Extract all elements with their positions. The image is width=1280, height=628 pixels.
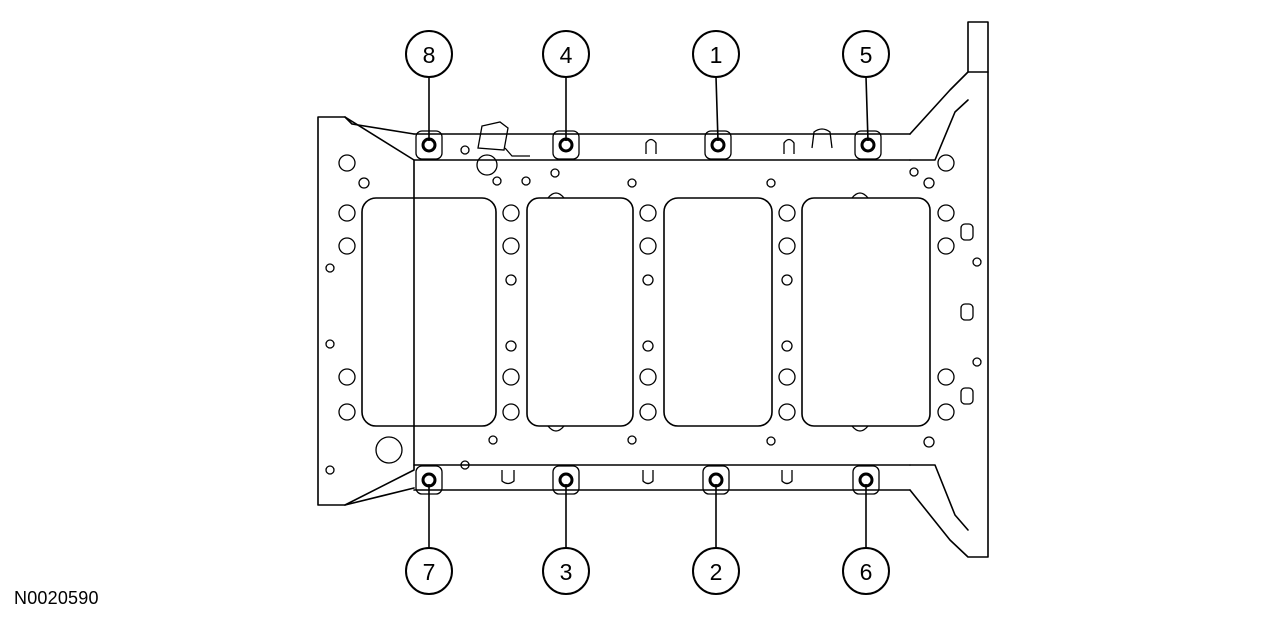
rail-features bbox=[477, 121, 833, 485]
callout-circle-8 bbox=[405, 30, 453, 78]
callout-label-5: 5 bbox=[860, 42, 873, 68]
callout-leader-1 bbox=[715, 76, 719, 142]
figure-id-label: N0020590 bbox=[14, 588, 99, 608]
callout-label-3: 3 bbox=[560, 559, 573, 585]
callout-label-8: 8 bbox=[423, 42, 436, 68]
callout-circle-3 bbox=[542, 547, 590, 595]
callout-circle-6 bbox=[842, 547, 890, 595]
gasket-outline bbox=[317, 21, 989, 558]
cylinder-opening-2 bbox=[526, 197, 634, 427]
cylinder-openings bbox=[361, 192, 931, 432]
gasket-holes bbox=[325, 145, 982, 475]
callout-circle-5 bbox=[842, 30, 890, 78]
cylinder-opening-4 bbox=[801, 197, 931, 427]
callout-circle-2 bbox=[692, 547, 740, 595]
callout-label-6: 6 bbox=[860, 559, 873, 585]
callout-circle-4 bbox=[542, 30, 590, 78]
callout-leader-5 bbox=[865, 76, 869, 142]
callout-label-2: 2 bbox=[710, 559, 723, 585]
callouts: 8 4 1 5 7 3 2 6 bbox=[405, 30, 890, 595]
callout-circle-7 bbox=[405, 547, 453, 595]
callout-label-1: 1 bbox=[710, 42, 723, 68]
cylinder-opening-3 bbox=[663, 197, 773, 427]
cylinder-opening-1 bbox=[361, 197, 497, 427]
bolt-heads bbox=[415, 130, 882, 495]
callout-label-7: 7 bbox=[423, 559, 436, 585]
callout-circle-1 bbox=[692, 30, 740, 78]
callout-label-4: 4 bbox=[560, 42, 573, 68]
